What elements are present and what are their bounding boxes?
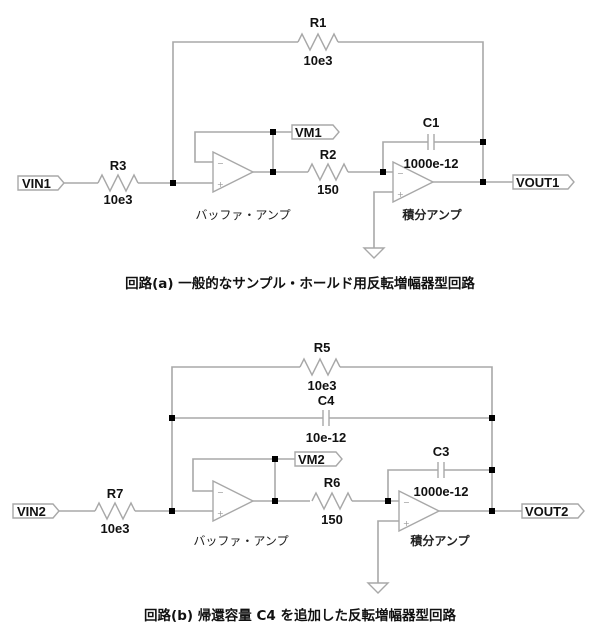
junction-dot <box>385 498 391 504</box>
resistor-name: R6 <box>324 475 341 490</box>
circuit-a: VIN1 R3 10e3 R1 10e3 − + バッファ・アンプ <box>17 15 575 292</box>
circuit-b: VIN2 R7 10e3 R5 10e3 C4 10e-12 <box>12 340 585 624</box>
capacitor-name: C1 <box>423 115 440 130</box>
wire <box>192 458 275 492</box>
junction-dot <box>169 508 175 514</box>
minus-sign: − <box>217 488 224 497</box>
plus-sign: + <box>217 180 224 189</box>
resistor-r3: R3 10e3 <box>97 158 139 207</box>
wire <box>340 366 493 511</box>
resistor-name: R7 <box>107 486 124 501</box>
wire <box>194 131 273 163</box>
junction-dot <box>380 169 386 175</box>
integrator-amp-label: 積分アンプ <box>409 533 470 548</box>
output-port-vout1: VOUT1 <box>512 174 575 190</box>
caption-b: 回路(b) 帰還容量 C4 を追加した反転増幅器型回路 <box>144 607 456 624</box>
minus-sign: − <box>403 498 410 507</box>
resistor-r6: R6 150 <box>311 475 353 527</box>
buffer-amp-label: バッファ・アンプ <box>193 534 288 548</box>
junction-dot <box>480 139 486 145</box>
resistor-name: R1 <box>310 15 327 30</box>
port-label: VOUT1 <box>516 175 559 190</box>
minus-sign: − <box>217 159 224 168</box>
minus-sign: − <box>397 169 404 178</box>
output-port-vout2: VOUT2 <box>521 503 585 519</box>
plus-sign: + <box>217 509 224 518</box>
resistor-name: R2 <box>320 147 337 162</box>
wire <box>172 41 298 183</box>
resistor-r1: R1 10e3 <box>297 15 339 68</box>
input-port-vin1: VIN1 <box>17 175 65 191</box>
resistor-value: 10e3 <box>101 521 130 536</box>
buffer-amp-label: バッファ・アンプ <box>195 208 290 222</box>
junction-dot <box>489 415 495 421</box>
integrator-amp: − + 積分アンプ <box>398 489 471 548</box>
junction-dot <box>169 415 175 421</box>
capacitor-value: 1000e-12 <box>414 484 469 499</box>
resistor-value: 10e3 <box>104 192 133 207</box>
port-label: VIN2 <box>17 504 46 519</box>
ground-icon <box>362 247 386 259</box>
capacitor-name: C3 <box>433 444 450 459</box>
capacitor-c4: C4 10e-12 <box>306 393 346 445</box>
capacitor-c3: C3 1000e-12 <box>414 444 469 499</box>
wire <box>338 41 484 182</box>
monitor-port-vm2: VM2 <box>294 451 343 467</box>
resistor-r2: R2 150 <box>307 147 349 197</box>
buffer-amp: − + バッファ・アンプ <box>195 150 291 222</box>
junction-dot <box>480 179 486 185</box>
wire <box>387 469 438 501</box>
capacitor-c1: C1 1000e-12 <box>404 115 459 171</box>
capacitor-value: 10e-12 <box>306 430 346 445</box>
resistor-name: R5 <box>314 340 331 355</box>
junction-dot <box>270 169 276 175</box>
ground-icon <box>366 582 390 594</box>
wire <box>382 141 428 172</box>
junction-dot <box>270 129 276 135</box>
port-label: VM2 <box>298 452 325 467</box>
input-port-vin2: VIN2 <box>12 503 60 519</box>
resistor-value: 150 <box>317 182 339 197</box>
resistor-value: 10e3 <box>304 53 333 68</box>
integrator-amp-label: 積分アンプ <box>401 207 462 222</box>
capacitor-value: 1000e-12 <box>404 156 459 171</box>
junction-dot <box>170 180 176 186</box>
caption-a: 回路(a) 一般的なサンプル・ホールド用反転増幅器型回路 <box>125 275 475 292</box>
port-label: VIN1 <box>22 176 51 191</box>
buffer-amp: − + バッファ・アンプ <box>193 479 289 548</box>
junction-dot <box>489 508 495 514</box>
plus-sign: + <box>397 190 404 199</box>
wire <box>377 520 399 583</box>
plus-sign: + <box>403 519 410 528</box>
capacitor-name: C4 <box>318 393 335 408</box>
resistor-name: R3 <box>110 158 127 173</box>
monitor-port-vm1: VM1 <box>291 124 340 140</box>
resistor-value: 150 <box>321 512 343 527</box>
wire <box>373 191 393 248</box>
junction-dot <box>272 456 278 462</box>
junction-dot <box>489 467 495 473</box>
wire <box>171 366 300 511</box>
resistor-r5: R5 10e3 <box>299 340 341 393</box>
port-label: VOUT2 <box>525 504 568 519</box>
port-label: VM1 <box>295 125 322 140</box>
resistor-r7: R7 10e3 <box>94 486 136 536</box>
junction-dot <box>272 498 278 504</box>
integrator-amp: − + 積分アンプ <box>392 160 463 222</box>
resistor-value: 10e3 <box>308 378 337 393</box>
